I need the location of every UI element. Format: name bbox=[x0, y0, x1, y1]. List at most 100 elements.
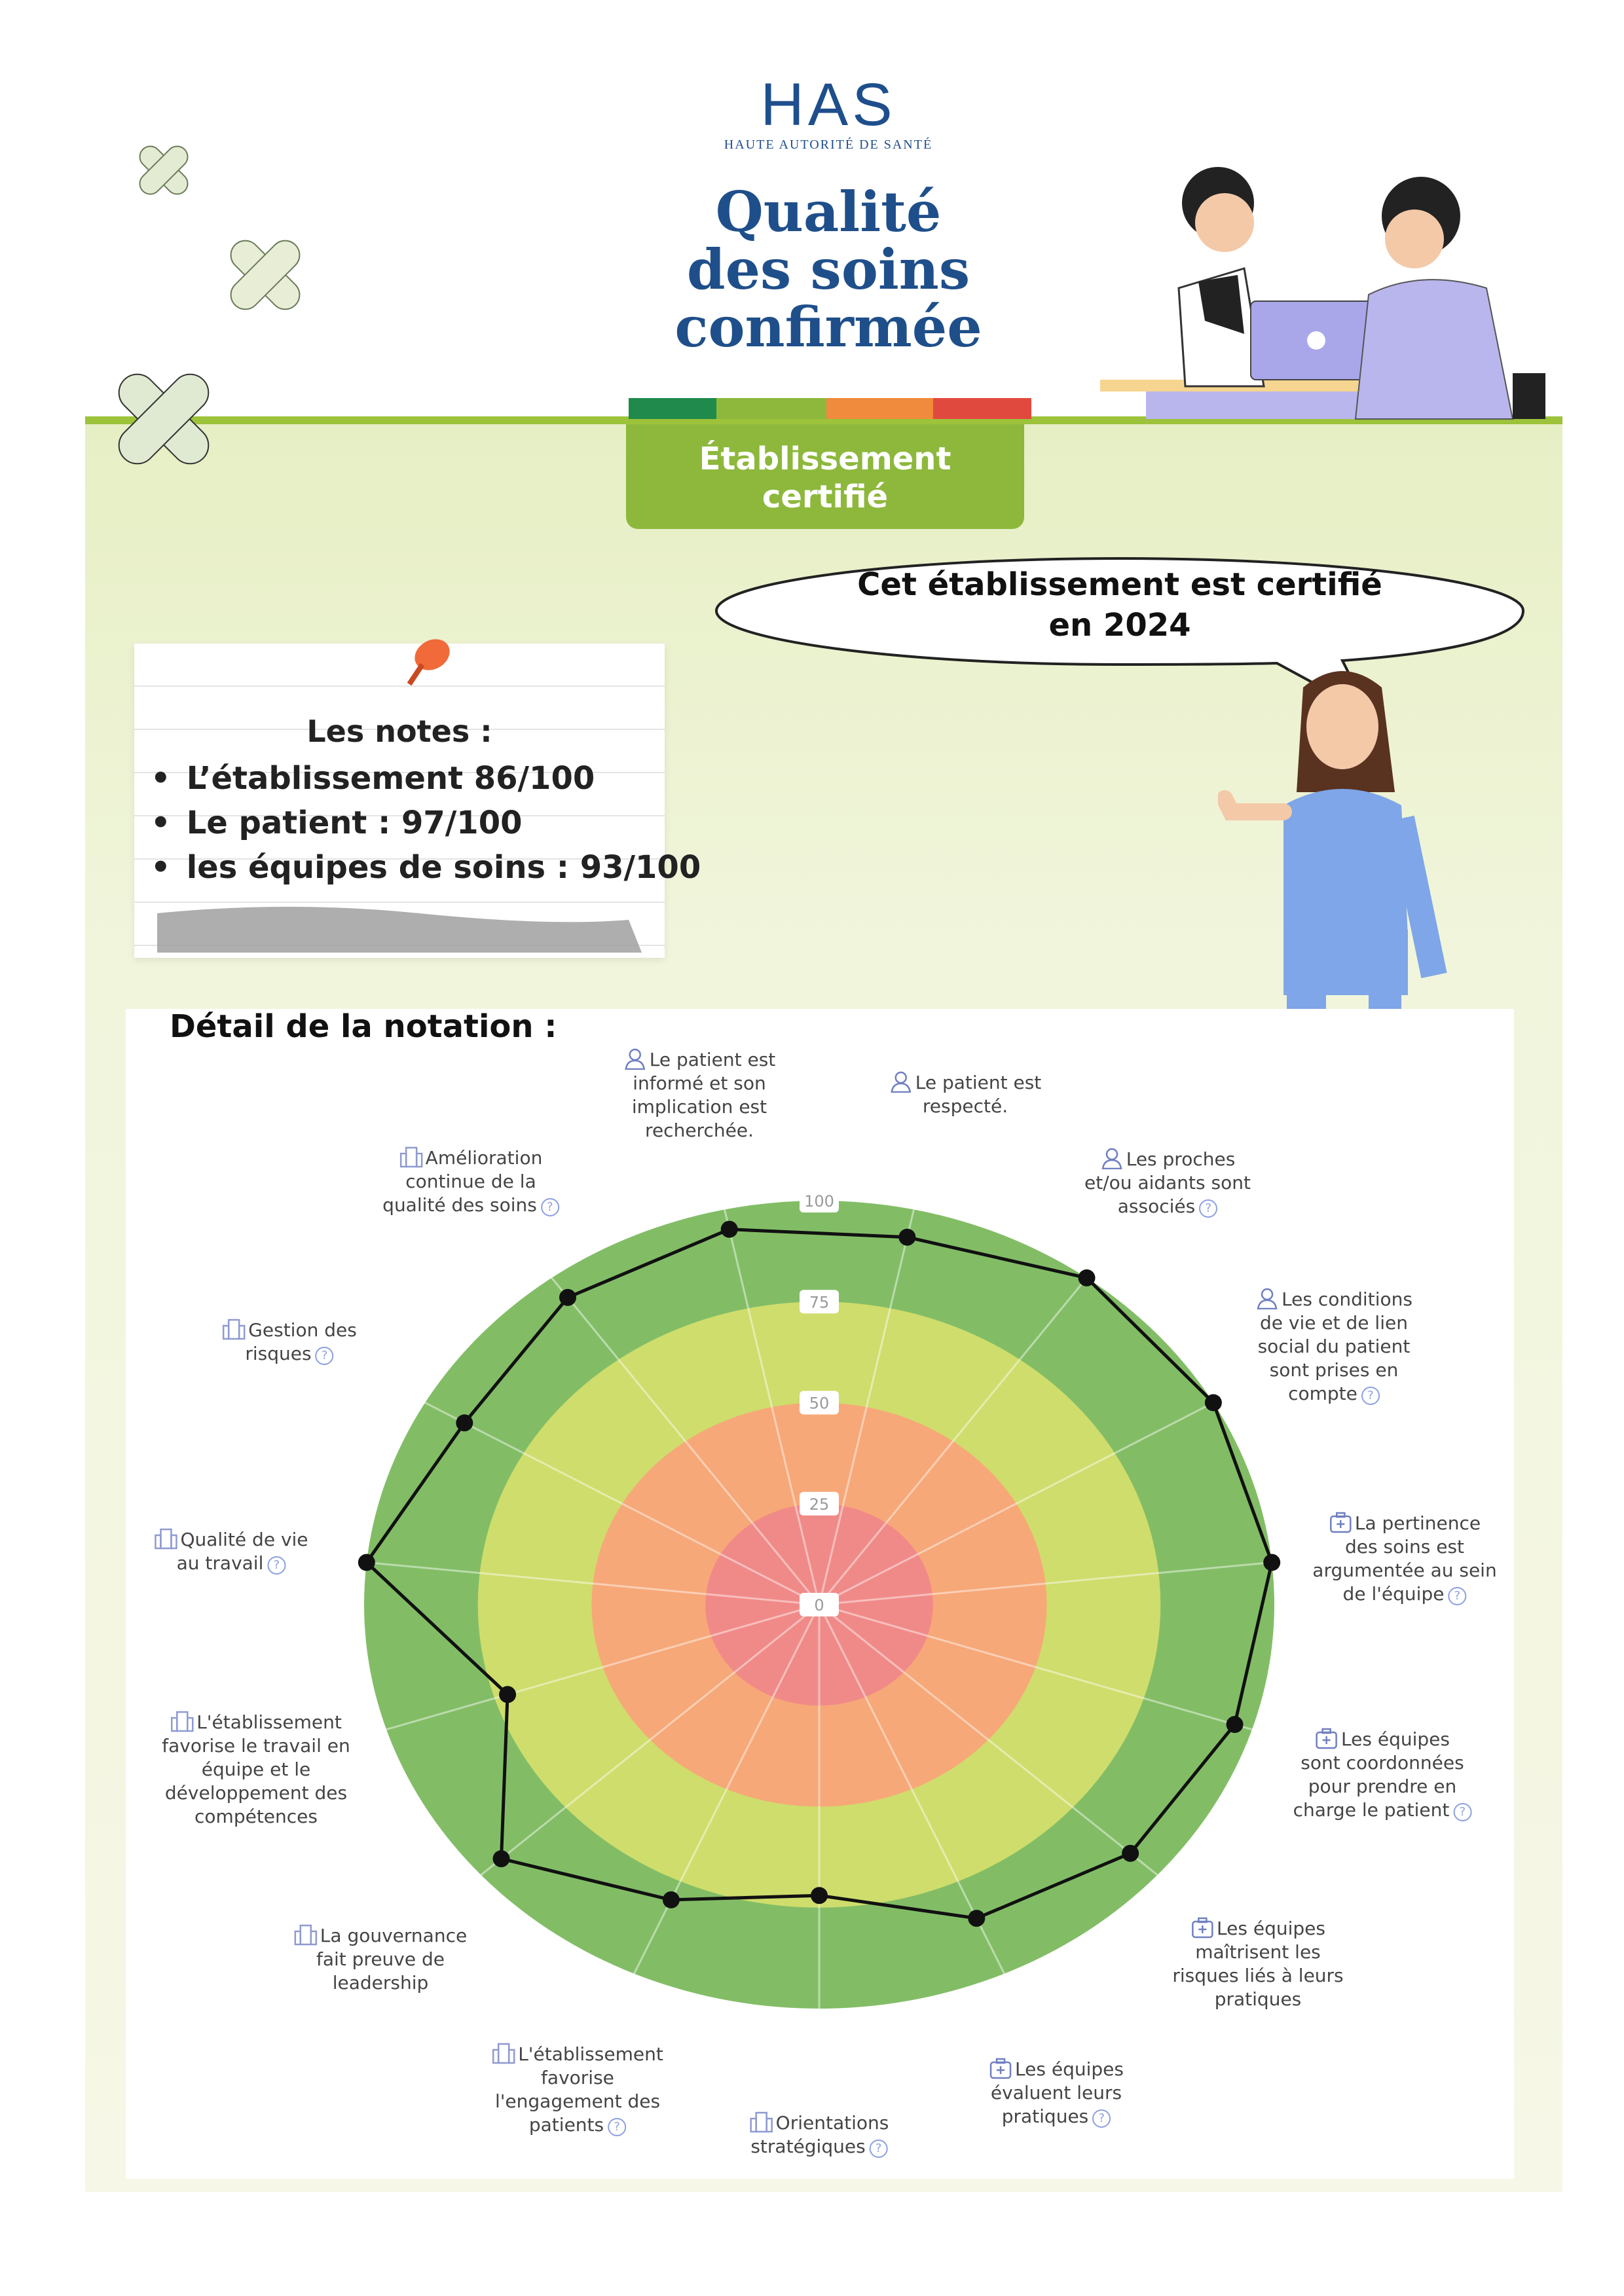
title-line: confirmée bbox=[674, 295, 982, 359]
axis-label-text: Les proches et/ou aidants sont associés bbox=[1084, 1148, 1251, 1217]
rating-tab-lightgreen bbox=[716, 398, 826, 419]
axis-label: Les proches et/ou aidants sont associés? bbox=[1084, 1147, 1251, 1218]
tick-label-bg bbox=[800, 1290, 839, 1314]
logo-text: HAS bbox=[760, 71, 896, 138]
help-icon[interactable]: ? bbox=[1092, 2109, 1111, 2128]
radar-spoke bbox=[600, 1604, 821, 2041]
note-item: les équipes de soins : 93/100 bbox=[151, 845, 701, 890]
radar-point bbox=[492, 1850, 510, 1868]
help-icon[interactable]: ? bbox=[1453, 1803, 1472, 1821]
axis-label: Amélioration continue de la qualité des … bbox=[382, 1146, 559, 1217]
axis-label-text: Amélioration continue de la qualité des … bbox=[382, 1147, 543, 1216]
bubble-line: en 2024 bbox=[1048, 607, 1191, 644]
building-icon bbox=[399, 1146, 422, 1168]
radar-spoke bbox=[308, 1603, 820, 1753]
medical-bag-icon bbox=[1329, 1512, 1352, 1533]
rating-tab-red bbox=[933, 398, 1031, 419]
axis-label: Qualité de vie au travail? bbox=[154, 1527, 308, 1575]
axis-label-text: L'établissement favorise le travail en é… bbox=[162, 1711, 350, 1827]
doctors-illustration bbox=[1100, 167, 1545, 420]
axis-label-text: Qualité de vie au travail bbox=[176, 1529, 308, 1574]
notes-list: L’établissement 86/100 Le patient : 97/1… bbox=[151, 756, 701, 890]
user-icon bbox=[625, 1048, 646, 1070]
radar-point bbox=[968, 1910, 986, 1927]
help-icon[interactable]: ? bbox=[1448, 1587, 1467, 1605]
axis-label: Les équipes évaluent leurs pratiques? bbox=[989, 2057, 1124, 2128]
radar-point bbox=[559, 1288, 576, 1306]
tick-label: 100 bbox=[804, 1192, 834, 1211]
certified-badge: Établissement certifié bbox=[626, 424, 1024, 529]
radar-point bbox=[1122, 1844, 1139, 1862]
tick-label-bg bbox=[800, 1593, 839, 1616]
radar-point bbox=[662, 1891, 680, 1908]
notes-title: Les notes : bbox=[306, 714, 492, 749]
tick-label-bg bbox=[800, 1391, 839, 1415]
tick-label: 50 bbox=[809, 1394, 830, 1413]
chart-title: Détail de la notation : bbox=[170, 1008, 557, 1045]
title-line: des soins bbox=[686, 237, 970, 302]
help-icon[interactable]: ? bbox=[540, 1198, 559, 1216]
rating-tab-orange bbox=[826, 398, 933, 419]
speech-bubble-text: Cet établissement est certifié en 2024 bbox=[812, 564, 1428, 646]
help-icon[interactable]: ? bbox=[267, 1556, 286, 1575]
radar-point bbox=[358, 1554, 375, 1571]
radar-spoke bbox=[819, 1603, 1219, 1925]
bandage-decoration-icon bbox=[230, 240, 301, 310]
user-icon bbox=[1257, 1288, 1278, 1309]
axis-label: L'établissement favorise l'engagement de… bbox=[492, 2042, 663, 2137]
radar-point bbox=[1078, 1269, 1096, 1286]
radar-point bbox=[1204, 1394, 1222, 1412]
building-icon bbox=[294, 1924, 318, 1946]
user-icon bbox=[1101, 1148, 1122, 1169]
radar-spoke bbox=[818, 1138, 932, 1605]
axis-label: Les équipes sont coordonnées pour prendr… bbox=[1293, 1727, 1472, 1822]
help-icon[interactable]: ? bbox=[1199, 1199, 1218, 1218]
help-icon[interactable]: ? bbox=[1361, 1387, 1380, 1405]
help-icon[interactable]: ? bbox=[315, 1347, 334, 1365]
help-icon[interactable]: ? bbox=[608, 2118, 627, 2136]
axis-label-text: La gouvernance fait preuve de leadership bbox=[316, 1925, 468, 1994]
bandage-decoration-icon bbox=[139, 145, 189, 195]
tick-label: 25 bbox=[809, 1495, 830, 1514]
axis-label-text: Les équipes maîtrisent les risques liés … bbox=[1172, 1918, 1344, 2010]
axis-label-text: Gestion des risques bbox=[245, 1319, 357, 1364]
has-logo: HAS HAUTE AUTORITÉ DE SANTÉ bbox=[724, 71, 931, 153]
medical-bag-icon bbox=[1191, 1917, 1213, 1939]
radar-spoke bbox=[819, 1603, 1331, 1753]
radar-spoke bbox=[354, 1365, 820, 1606]
axis-label: L'établissement favorise le travail en é… bbox=[162, 1710, 350, 1829]
medical-bag-icon bbox=[989, 2058, 1012, 2079]
axis-label: Les équipes maîtrisent les risques liés … bbox=[1172, 1916, 1344, 2011]
page-title: Qualité des soins confirmée bbox=[589, 183, 1067, 356]
axis-label-text: Les équipes évaluent leurs pratiques bbox=[990, 2058, 1124, 2127]
radar-point bbox=[1263, 1554, 1281, 1571]
help-icon[interactable]: ? bbox=[869, 2140, 888, 2158]
user-icon bbox=[891, 1071, 912, 1093]
axis-label-text: La pertinence des soins est argumentée a… bbox=[1312, 1512, 1497, 1605]
medical-bag-icon bbox=[1316, 1728, 1338, 1749]
speech-bubble bbox=[714, 556, 1525, 716]
radar-point bbox=[720, 1220, 738, 1238]
bubble-line: Cet établissement est certifié bbox=[857, 566, 1382, 603]
building-icon bbox=[492, 2043, 515, 2064]
radar-spoke bbox=[419, 1603, 820, 1925]
building-icon bbox=[750, 2111, 773, 2133]
axis-label: La gouvernance fait preuve de leadership bbox=[294, 1923, 467, 1995]
radar-point bbox=[499, 1686, 517, 1704]
axis-label: Orientations stratégiques? bbox=[750, 2111, 889, 2159]
scribble-decoration bbox=[157, 907, 642, 953]
tick-label: 0 bbox=[814, 1596, 824, 1614]
axis-label: Le patient est informé et son implicatio… bbox=[623, 1048, 775, 1142]
axis-label-text: Les équipes sont coordonnées pour prendr… bbox=[1293, 1728, 1464, 1821]
axis-label-text: Orientations stratégiques bbox=[750, 2112, 889, 2157]
axis-label: Le patient est respecté. bbox=[889, 1070, 1042, 1118]
badge-line: certifié bbox=[762, 479, 889, 515]
axis-label: Les conditions de vie et de lien social … bbox=[1255, 1287, 1412, 1406]
radar-point bbox=[1226, 1716, 1244, 1734]
axis-label-text: Le patient est respecté. bbox=[915, 1072, 1042, 1117]
badge-line: Établissement bbox=[699, 441, 951, 477]
logo-subtitle: HAUTE AUTORITÉ DE SANTÉ bbox=[724, 137, 933, 152]
radar-spoke bbox=[818, 1604, 1039, 2041]
radar-spoke bbox=[502, 1218, 821, 1605]
